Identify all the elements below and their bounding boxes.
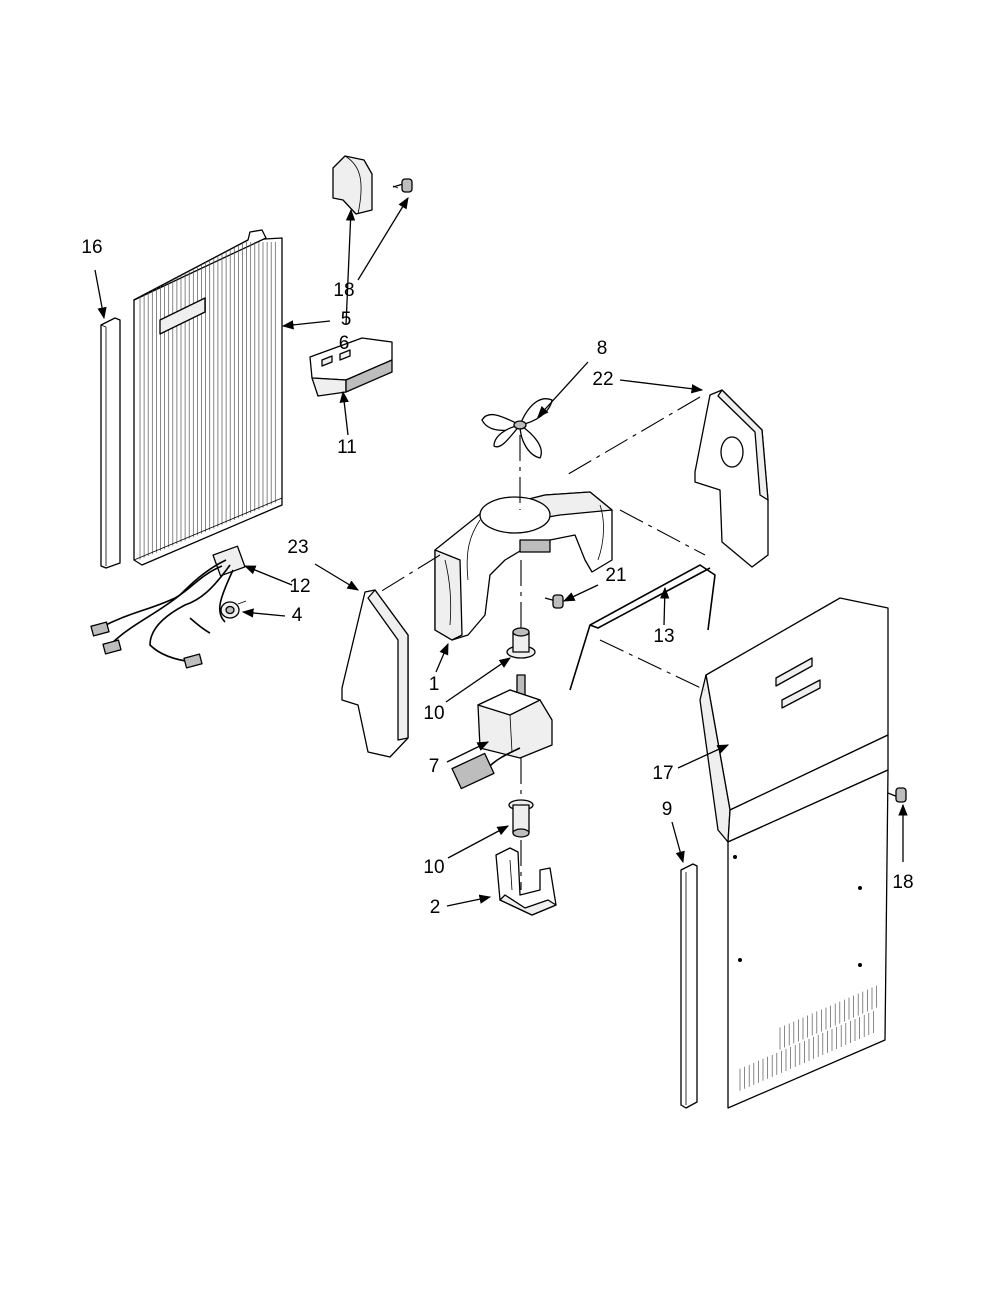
part-16-seal-strip	[100, 317, 121, 569]
part-18-screw-right	[887, 787, 907, 803]
callout-5: 5	[341, 309, 352, 330]
part-11-control-box	[309, 337, 393, 397]
callout-21: 21	[605, 565, 626, 586]
part-23-duct-cover-left	[341, 589, 409, 758]
alignment-lines	[379, 396, 706, 890]
callout-18-right: 18	[892, 872, 913, 893]
part-17-evaporator-cover	[699, 597, 889, 1109]
callout-labels: 16 5 6 18 11 8 22 23 12 4 21 13 1 10 7 1…	[81, 237, 913, 918]
callout-2: 2	[430, 897, 441, 918]
part-2-motor-bracket	[495, 847, 557, 916]
part-10-bushing-lower	[508, 799, 534, 838]
callout-12: 12	[289, 576, 310, 597]
part-17-vent-slots	[739, 985, 877, 1091]
part-6-bracket	[332, 155, 373, 215]
part-9-seal-strip	[680, 863, 698, 1109]
part-5-grille-cover	[133, 229, 283, 566]
part-10-bushing-upper	[506, 627, 536, 659]
callout-9: 9	[662, 799, 673, 820]
callout-23: 23	[287, 537, 308, 558]
callout-1: 1	[429, 674, 440, 695]
callout-22: 22	[592, 369, 613, 390]
callout-10-lower: 10	[423, 857, 444, 878]
callout-8: 8	[597, 338, 608, 359]
callout-16: 16	[81, 237, 102, 258]
callout-7: 7	[429, 756, 440, 777]
part-18-screw-top	[392, 178, 413, 193]
part-1-fan-housing	[434, 491, 613, 641]
callout-11: 11	[337, 437, 357, 458]
part-22-duct-cover-right	[694, 389, 769, 568]
callout-17: 17	[652, 763, 673, 784]
callout-13: 13	[653, 626, 674, 647]
part-12-wire-harness	[90, 545, 246, 669]
leader-lines	[94, 197, 908, 907]
part-13-wire-spring	[569, 564, 716, 691]
callout-10-upper: 10	[423, 703, 444, 724]
callout-4: 4	[292, 605, 303, 626]
part-21-screw	[544, 594, 564, 609]
callout-6: 6	[339, 333, 350, 354]
part-4-grommet	[220, 600, 247, 619]
part-7-fan-motor	[451, 674, 553, 790]
part-8-fan-blade	[481, 398, 553, 459]
callout-18-top: 18	[333, 280, 354, 301]
